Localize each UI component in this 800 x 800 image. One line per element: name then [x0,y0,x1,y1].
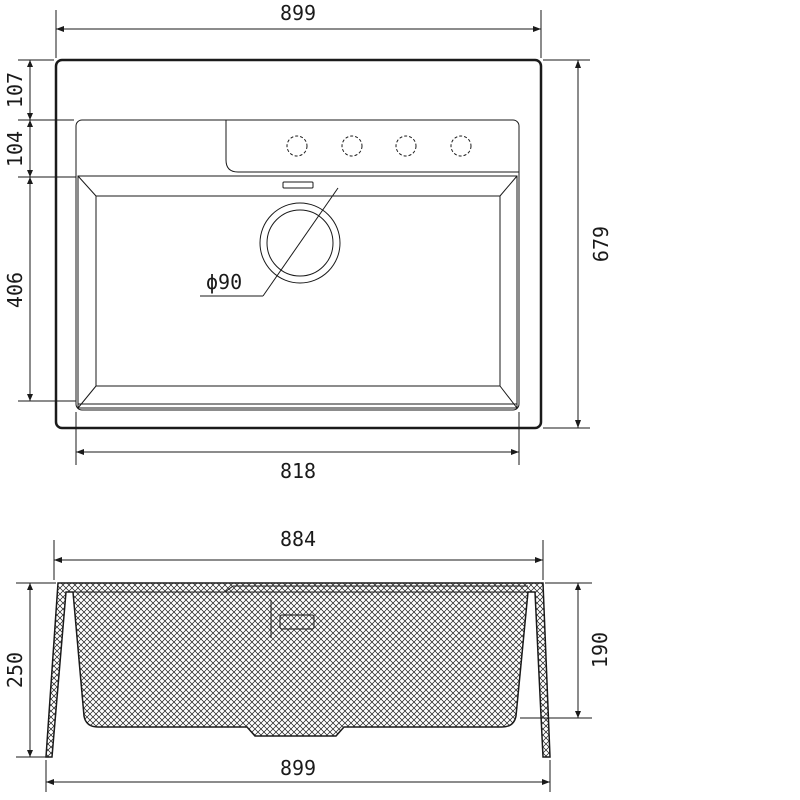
drain-inner-icon [266,209,334,277]
overall-width-label: 899 [280,1,316,25]
section-overflow [279,614,315,630]
top-view: ϕ90 899 818 679 107 104 406 [3,1,613,483]
overall-depth-label: 679 [589,226,613,262]
section-bottom-width-label: 899 [280,756,316,780]
tap-hole-icon [395,135,417,157]
tap-hole-icon [341,135,363,157]
drain-diameter-label: ϕ90 [206,270,242,294]
drain-outer-icon [259,202,341,284]
bowl-depth-label: 406 [3,272,27,308]
section-top-width-label: 884 [280,527,316,551]
rim-depth-label: 107 [3,72,27,108]
sink-outer-outline [54,58,543,430]
section-view: 884 899 250 190 [3,527,612,792]
bowl-outer [77,175,518,409]
tap-ledge [225,120,519,173]
tap-hole-icon [450,135,472,157]
section-total-height-label: 250 [3,652,27,688]
bowl-floor [95,195,501,387]
sink-cross-section [45,582,551,758]
bowl-width-label: 818 [280,459,316,483]
ledge-depth-label: 104 [3,131,27,167]
tap-hole-icon [286,135,308,157]
sink-inner-rim [75,119,520,411]
section-bowl-height-label: 190 [588,632,612,668]
overflow-slot [282,181,314,189]
